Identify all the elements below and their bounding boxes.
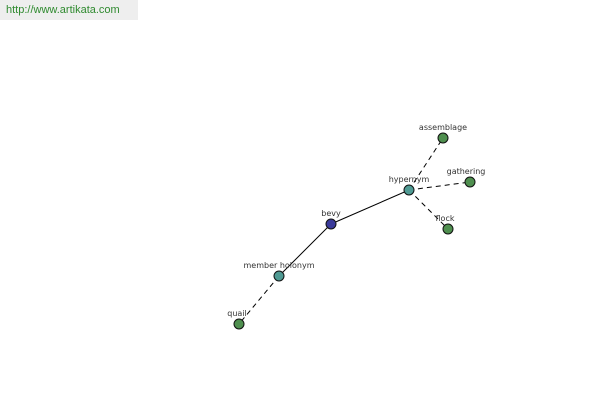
- node-bevy[interactable]: [325, 218, 337, 230]
- edge-bevy-member-holonym: [278, 223, 332, 277]
- node-hypernym[interactable]: [403, 184, 415, 196]
- node-assemblage[interactable]: [437, 132, 449, 144]
- url-banner: http://www.artikata.com: [0, 0, 138, 20]
- edge-hypernym-assemblage: [408, 137, 444, 191]
- label-member-holonym: member holonym: [243, 261, 314, 270]
- node-quail[interactable]: [233, 318, 245, 330]
- edge-bevy-hypernym: [330, 189, 410, 225]
- label-flock: flock: [436, 214, 455, 223]
- url-link[interactable]: http://www.artikata.com: [6, 4, 120, 16]
- nodes-layer: [233, 132, 476, 330]
- node-gathering[interactable]: [464, 176, 476, 188]
- label-assemblage: assemblage: [419, 123, 467, 132]
- node-flock[interactable]: [442, 223, 454, 235]
- edge-hypernym-gathering: [408, 181, 471, 191]
- edges-layer: [238, 137, 471, 325]
- label-bevy: bevy: [321, 209, 341, 218]
- node-member-holonym[interactable]: [273, 270, 285, 282]
- edge-member-holonym-quail: [238, 275, 280, 325]
- label-quail: quail: [227, 309, 247, 318]
- edge-hypernym-flock: [408, 189, 449, 230]
- label-gathering: gathering: [447, 167, 486, 176]
- label-hypernym: hypernym: [389, 175, 430, 184]
- labels-layer: bevy hypernym member holonym assemblage …: [227, 123, 485, 318]
